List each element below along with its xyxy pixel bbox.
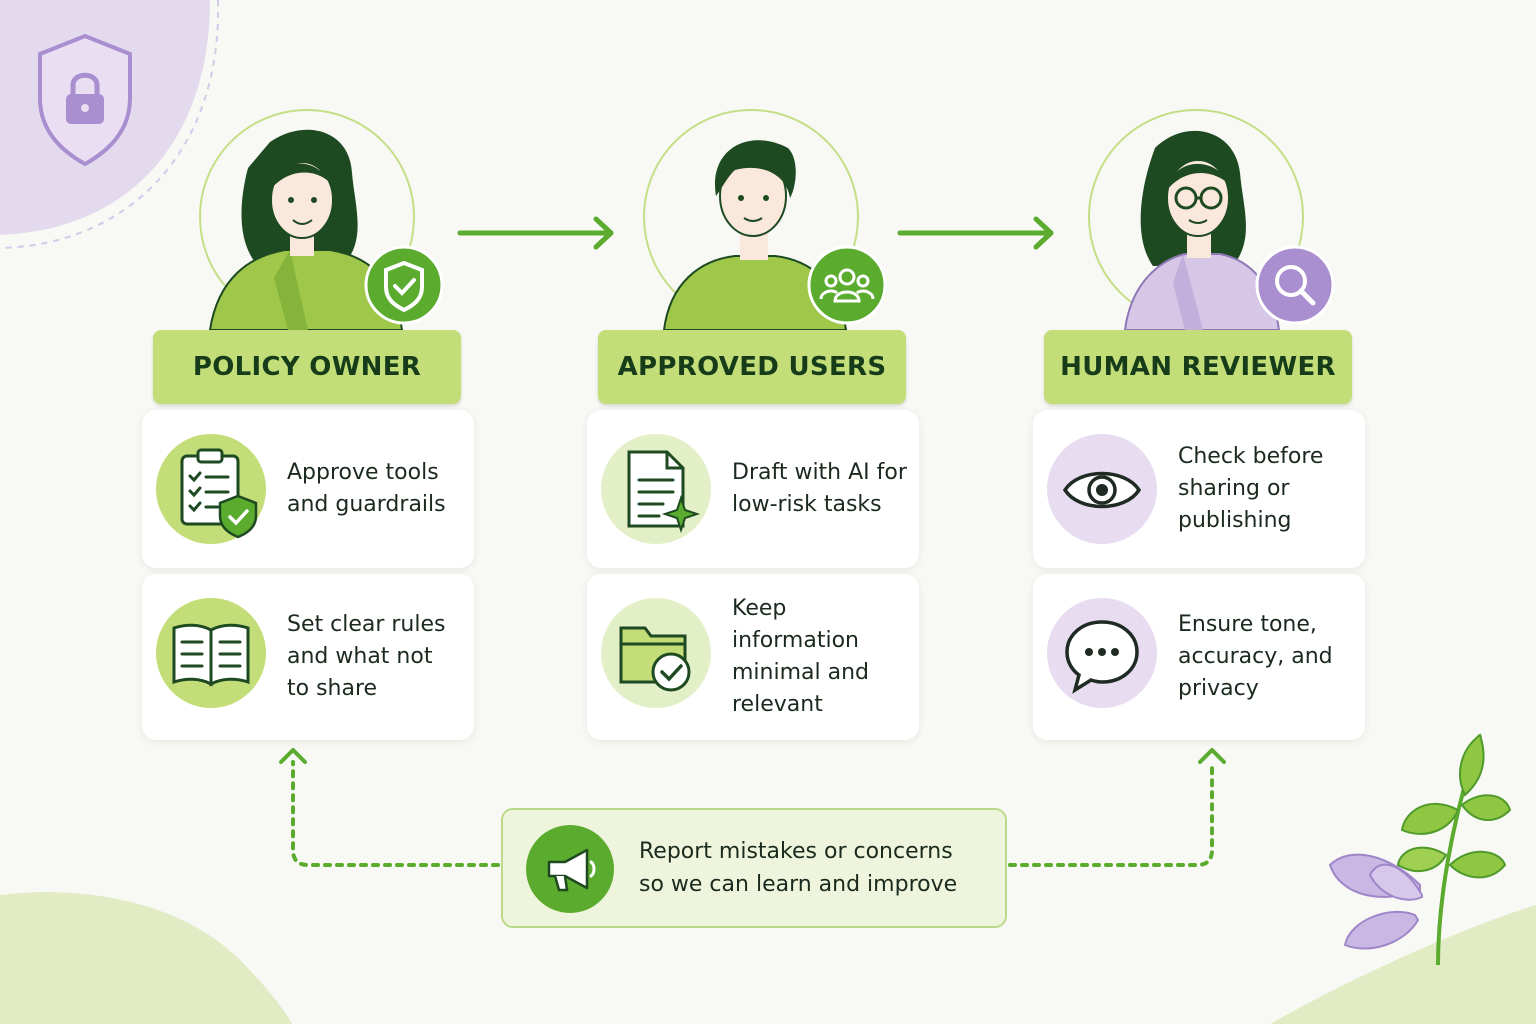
card-text: Check before sharing or publishing (1178, 444, 1324, 533)
card-text: Keep information minimal and relevant (732, 596, 870, 717)
shield-check-icon (364, 245, 444, 325)
magnifier-icon (1255, 245, 1335, 325)
card-set-rules: Set clear rules and what not to share (142, 574, 474, 740)
card-text: Approve tools and guardrails (287, 460, 446, 517)
checklist-shield-icon (156, 434, 266, 544)
leaf-sprig-icon (1328, 733, 1512, 966)
eye-icon (1047, 434, 1157, 544)
card-approve-tools: Approve tools and guardrails (142, 410, 474, 568)
card-text: Set clear rules and what not to share (287, 612, 446, 701)
human-reviewer-avatar (1123, 130, 1281, 330)
card-text: Draft with AI for low-risk tasks (732, 460, 907, 517)
folder-check-icon (601, 598, 711, 708)
chat-bubble-icon (1047, 598, 1157, 708)
card-text: Ensure tone, accuracy, and privacy (1178, 612, 1333, 701)
report-text: Report mistakes or concerns so we can le… (639, 839, 958, 897)
card-keep-information: Keep information minimal and relevant (587, 574, 919, 740)
role-label-approved-users: APPROVED USERS (598, 330, 906, 404)
policy-owner-avatar (208, 129, 404, 330)
open-book-icon (156, 598, 266, 708)
users-group-icon (807, 245, 887, 325)
card-check-before-sharing: Check before sharing or publishing (1033, 410, 1365, 568)
megaphone-icon (526, 825, 614, 913)
shield-lock-icon (38, 33, 132, 167)
approved-user-avatar (662, 140, 848, 330)
role-label-policy-owner: POLICY OWNER (153, 330, 461, 404)
document-sparkle-icon (601, 434, 711, 544)
role-label-human-reviewer: HUMAN REVIEWER (1044, 330, 1352, 404)
card-draft-with-ai: Draft with AI for low-risk tasks (587, 410, 919, 568)
card-ensure-tone: Ensure tone, accuracy, and privacy (1033, 574, 1365, 740)
report-box: Report mistakes or concerns so we can le… (501, 808, 1007, 928)
